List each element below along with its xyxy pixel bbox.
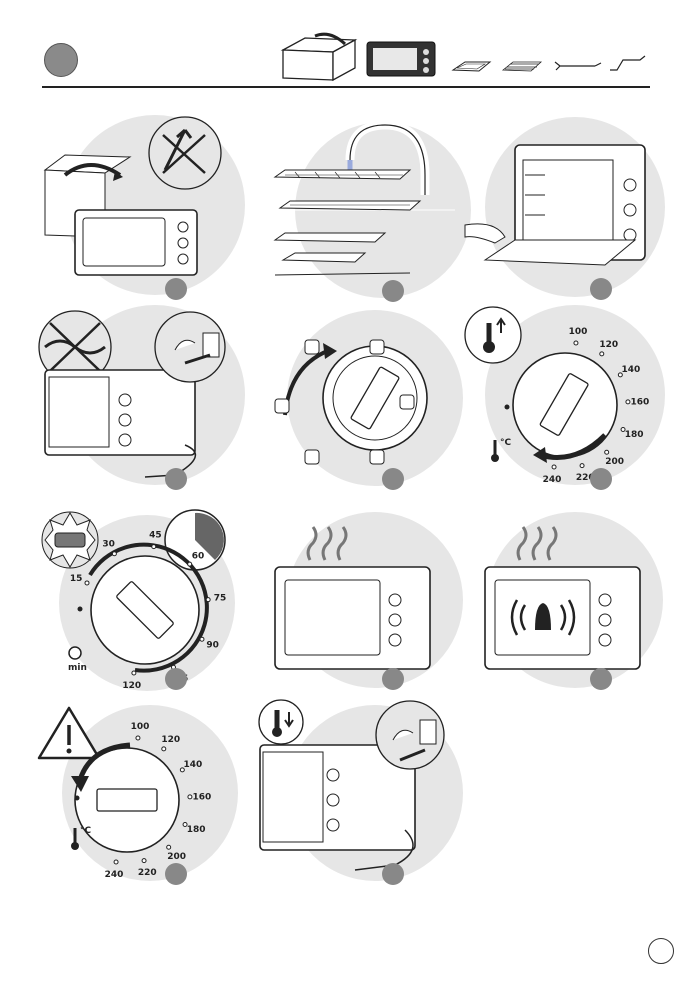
dial-tick-label: 140 [621,365,640,375]
dial-tick-label: 240 [105,870,124,880]
dial-tick-mark [162,747,166,751]
temperature-unit: °C [500,438,512,448]
step-badge [590,468,612,490]
rack-icon [503,62,541,71]
step-badge [382,280,404,302]
step-timer: 153045607590105120 min [35,505,235,685]
dial-tick-mark [112,552,116,556]
step-badge [165,668,187,690]
dial-tick-mark [552,465,556,469]
function-dial-icon [255,305,455,485]
dial-tick-mark [200,637,204,641]
dial-tick-mark [167,845,171,849]
step-badge [165,468,187,490]
timer-unit: min [68,663,87,673]
handle-icon [610,56,645,70]
step-badge [165,863,187,885]
header-divider [42,86,650,88]
dial-tick-label: 60 [192,552,205,562]
dial-tick-mark [136,736,140,740]
tongs-icon [555,62,601,70]
wash-accessories-icon [255,115,455,295]
dial-tick-mark [132,671,136,675]
step-badge [590,668,612,690]
dial-tick-mark [85,581,89,585]
dial-tick-label: 160 [193,792,212,802]
temperature-unit: °C [80,826,92,836]
uncoil-plug-in-icon [35,305,235,485]
dial-tick-label: 160 [631,397,650,407]
step-reset-dial: 100 120 140 160 180 200 220 240 °C [35,700,235,880]
dial-tick-label: 200 [605,457,624,467]
dial-tick-mark [605,450,609,454]
dial-tick-label: 220 [138,868,157,878]
oven-icon [367,42,435,76]
dial-tick-mark [142,859,146,863]
dial-tick-label: 200 [167,852,186,862]
step-badge [382,468,404,490]
dial-tick-mark [188,562,192,566]
dial-tick-mark [626,400,630,404]
step-badge [165,278,187,300]
timer-dial-icon: 153045607590105120 min [35,505,235,685]
step-badge [382,668,404,690]
step-wash [255,115,455,295]
dial-tick-mark [152,545,156,549]
wipe-interior-icon [465,115,665,295]
box-icon [283,34,355,80]
section-badge [44,43,78,77]
dial-tick-mark [574,341,578,345]
tray-icon [453,62,490,71]
dial-tick-label: 120 [161,735,180,745]
dial-tick-label: 30 [102,539,115,549]
dial-tick-label: 180 [187,825,206,835]
dial-tick-label: 120 [122,681,141,691]
dial-tick-label: 15 [70,574,83,584]
step-preheat [255,505,455,685]
step-badge [382,863,404,885]
dial-tick-label: 75 [214,594,227,604]
alarm-bell-icon [465,505,665,685]
step-function [255,305,455,485]
dial-tick-mark [600,352,604,356]
dial-tick-label: 120 [599,340,618,350]
step-alarm [465,505,665,685]
dial-tick-label: 180 [625,430,644,440]
dial-tick-mark [580,464,584,468]
dial-tick-mark [188,795,192,799]
dial-tick-mark [114,860,118,864]
step-badge [590,278,612,300]
dial-tick-label: 140 [183,760,202,770]
dial-tick-label: 100 [569,327,588,337]
unbox-oven-icon [45,115,245,295]
dial-tick-label: 90 [206,641,219,651]
step-plug-in [35,305,235,485]
dial-tick-label: 45 [149,531,162,541]
preheat-smoke-icon [255,505,455,685]
step-cool-unplug [255,700,455,880]
dial-tick-label: 240 [543,475,562,485]
warning-reset-dial-icon: 100 120 140 160 180 200 220 240 °C [35,700,235,880]
dial-tick-mark [206,598,210,602]
step-wipe [465,115,665,295]
step-unbox [45,115,245,295]
cool-unplug-icon [255,700,455,880]
accessories-strip [275,30,655,85]
dial-tick-label: 100 [131,722,150,732]
page-number-badge [648,938,674,964]
